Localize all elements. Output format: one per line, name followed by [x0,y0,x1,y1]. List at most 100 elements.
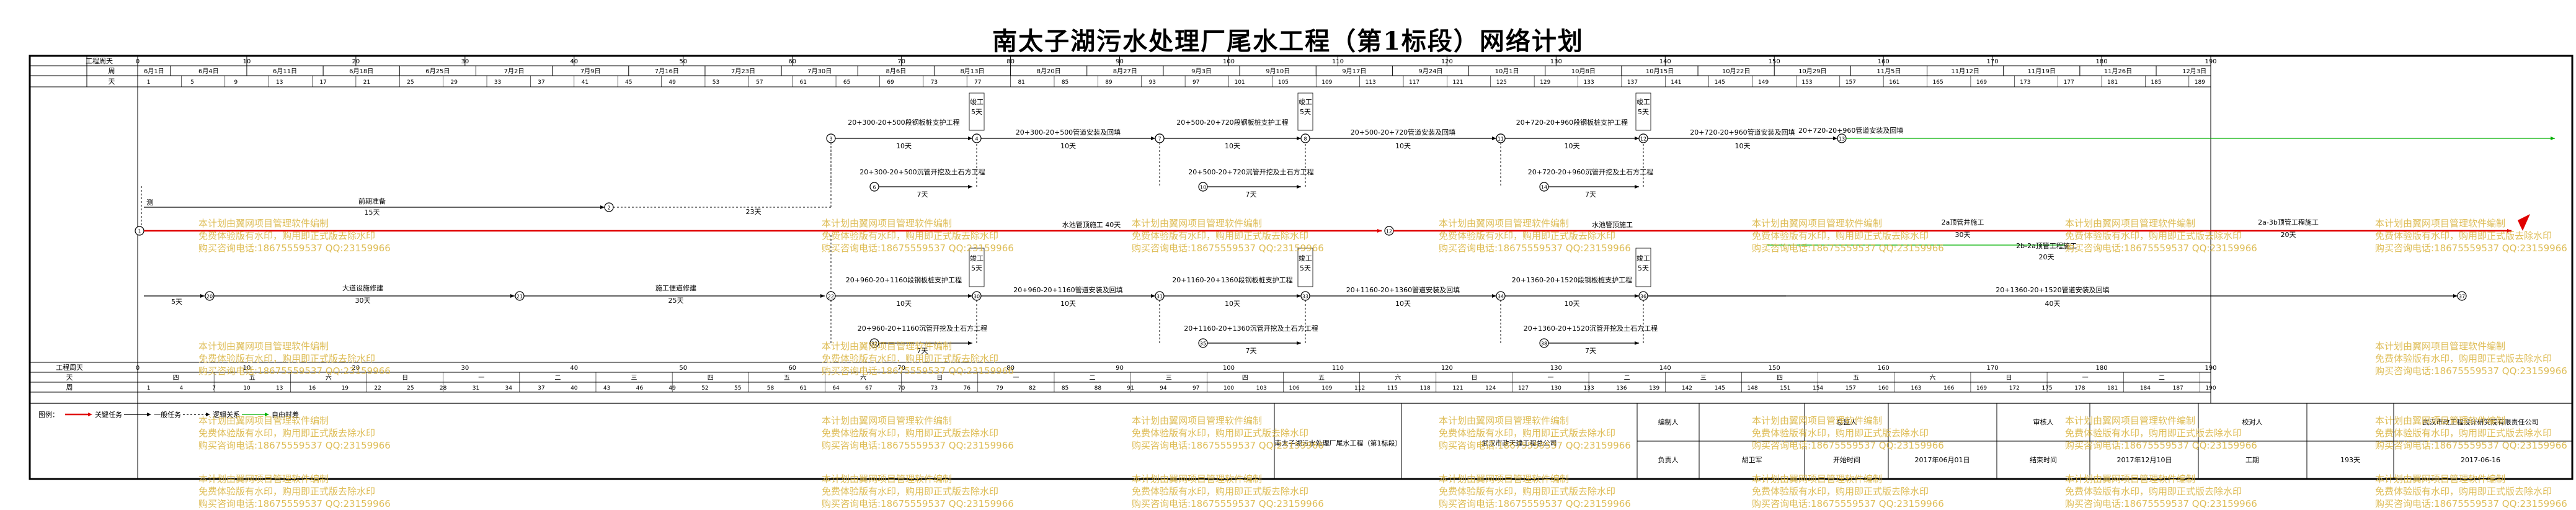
watermark-line: 购买咨询电话:18675559537 QQ:23159966 [2375,498,2567,509]
bottom-weekday-label: 二 [2159,375,2165,382]
watermark-line: 购买咨询电话:18675559537 QQ:23159966 [2375,440,2567,451]
bottom-day-number: 31 [473,385,479,391]
titleblock-cell: 武汉市政工程设计研究院有限责任公司 [2423,418,2539,426]
week-date-label: 11月12日 [1951,68,1979,75]
activity-label: 20+500-20+720沉管开挖及土石方工程 [1188,168,1313,176]
day-label: 5 [190,79,194,86]
day-label: 9 [234,79,238,86]
milestone-box [1635,92,1651,131]
bottom-weekday-label: 日 [936,375,943,382]
bottom-weekday-label: 四 [708,375,714,382]
bottom-tick-label: 40 [570,365,578,372]
day-label: 93 [1149,79,1156,86]
bottom-day-number: 139 [1649,385,1659,391]
watermark-line: 购买咨询电话:18675559537 QQ:23159966 [1439,440,1631,451]
day-label: 169 [1976,79,1987,86]
watermark-line: 购买咨询电话:18675559537 QQ:23159966 [198,365,391,377]
week-date-label: 6月25日 [425,68,450,75]
watermark-line: 购买咨询电话:18675559537 QQ:23159966 [198,498,391,509]
event-node: 1 [135,226,144,236]
watermark-line: 本计划由翼网项目管理软件编制 [2375,218,2506,229]
tick-label: 10 [243,58,251,65]
activity-label: 竣工 [970,97,984,106]
arrow-head [820,294,825,298]
tick-label: 140 [1659,58,1671,65]
bottom-day-number: 61 [800,385,807,391]
titleblock-cell: 2017年06月01日 [1915,455,1970,464]
tick-label: 100 [1223,58,1235,65]
event-node-number: 14 [1541,185,1547,190]
watermark-line: 购买咨询电话:18675559537 QQ:23159966 [822,440,1014,451]
arrow-head [968,341,972,345]
tick-label: 40 [570,58,578,65]
tick-label: 130 [1550,58,1562,65]
bottom-day-number: 148 [1747,385,1757,391]
activity-label: 15天 [365,208,380,217]
event-node: 14 [1539,182,1549,192]
event-node-number: 32 [871,341,877,347]
activity-label: 30天 [355,297,371,305]
activity-label: 20+720-20+960管道安装及回填 [1690,128,1795,136]
activity-label: 10天 [1060,300,1076,308]
watermark-line: 购买咨询电话:18675559537 QQ:23159966 [198,243,391,254]
watermark-line: 本计划由翼网项目管理软件编制 [1439,218,1570,229]
watermark-text: 本计划由翼网项目管理软件编制免费体验版有水印，购用即正式版去除水印购买咨询电话:… [198,217,391,254]
day-label: 113 [1366,79,1376,86]
watermark-line: 本计划由翼网项目管理软件编制 [1752,415,1883,426]
watermark-line: 免费体验版有水印，购用即正式版去除水印 [198,486,376,497]
bottom-day-number: 151 [1780,385,1790,391]
day-label: 173 [2020,79,2030,86]
network-edges: 1122345678910111213142021223031323334353… [135,92,2555,348]
tick-label: 20 [352,58,360,65]
watermark-line: 免费体验版有水印，购用即正式版去除水印 [1439,486,1616,497]
watermark-text: 本计划由翼网项目管理软件编制免费体验版有水印，购用即正式版去除水印购买咨询电话:… [2065,473,2257,510]
bottom-day-number: 46 [636,385,644,391]
bottom-tick-label: 180 [2096,365,2108,372]
day-label: 25 [407,79,414,86]
event-node-number: 34 [1498,294,1504,300]
bottom-tick-label: 150 [1769,365,1780,372]
activity-label: 7天 [917,190,928,199]
day-label: 45 [625,79,632,86]
watermark-line: 本计划由翼网项目管理软件编制 [198,473,329,485]
watermark-line: 本计划由翼网项目管理软件编制 [2065,415,2196,426]
bottom-day-number: 79 [996,385,1003,391]
event-node: 4 [972,133,982,143]
watermark-text: 本计划由翼网项目管理软件编制免费体验版有水印，购用即正式版去除水印购买咨询电话:… [198,414,391,452]
week-date-label: 8月27日 [1113,68,1137,75]
week-date-label: 9月24日 [1418,68,1442,75]
event-node-number: 38 [1541,341,1547,347]
bottom-day-number: 55 [734,385,741,391]
day-label: 121 [1452,79,1463,86]
bottom-day-number: 43 [603,385,610,391]
bottom-day-number: 49 [668,385,676,391]
day-label: 13 [276,79,283,86]
bottom-day-number: 154 [1813,385,1823,391]
watermark-line: 免费体验版有水印，购用即正式版去除水印 [822,353,999,364]
week-date-label: 10月15日 [1646,68,1674,75]
watermark-text: 本计划由翼网项目管理软件编制免费体验版有水印，购用即正式版去除水印购买咨询电话:… [1439,473,1631,510]
watermark-line: 本计划由翼网项目管理软件编制 [1132,415,1263,426]
watermark-line: 本计划由翼网项目管理软件编制 [1132,218,1263,229]
activity-label: 水池管顶施工 [1592,220,1633,229]
bottom-day-number: 58 [767,385,775,391]
event-node-number: 22 [828,294,834,300]
activity-label: 竣工 [1637,97,1650,106]
watermark-line: 免费体验版有水印，购用即正式版去除水印 [822,427,999,439]
day-label: 1 [147,79,151,86]
bottom-day-number: 70 [898,385,905,391]
bottom-tick-label: 60 [788,365,796,372]
event-node: 22 [826,291,836,301]
watermark-text: 本计划由翼网项目管理软件编制免费体验版有水印，购用即正式版去除水印购买咨询电话:… [822,217,1014,254]
watermark-text: 本计划由翼网项目管理软件编制免费体验版有水印，购用即正式版去除水印购买咨询电话:… [2375,414,2567,452]
arrow-head [1377,229,1382,233]
activity-label: 竣工 [1637,254,1650,262]
watermark-line: 免费体验版有水印，购用即正式版去除水印 [822,230,999,241]
watermark-line: 购买咨询电话:18675559537 QQ:23159966 [2065,498,2257,509]
event-node: 12 [1384,226,1394,236]
watermark-text: 本计划由翼网项目管理软件编制免费体验版有水印，购用即正式版去除水印购买咨询电话:… [2375,340,2567,377]
day-label: 37 [538,79,544,86]
event-node: 8 [1300,133,1310,143]
watermark-line: 购买咨询电话:18675559537 QQ:23159966 [1132,498,1324,509]
activity-label: 20+500-20+720段钢板桩支护工程 [1176,118,1288,127]
